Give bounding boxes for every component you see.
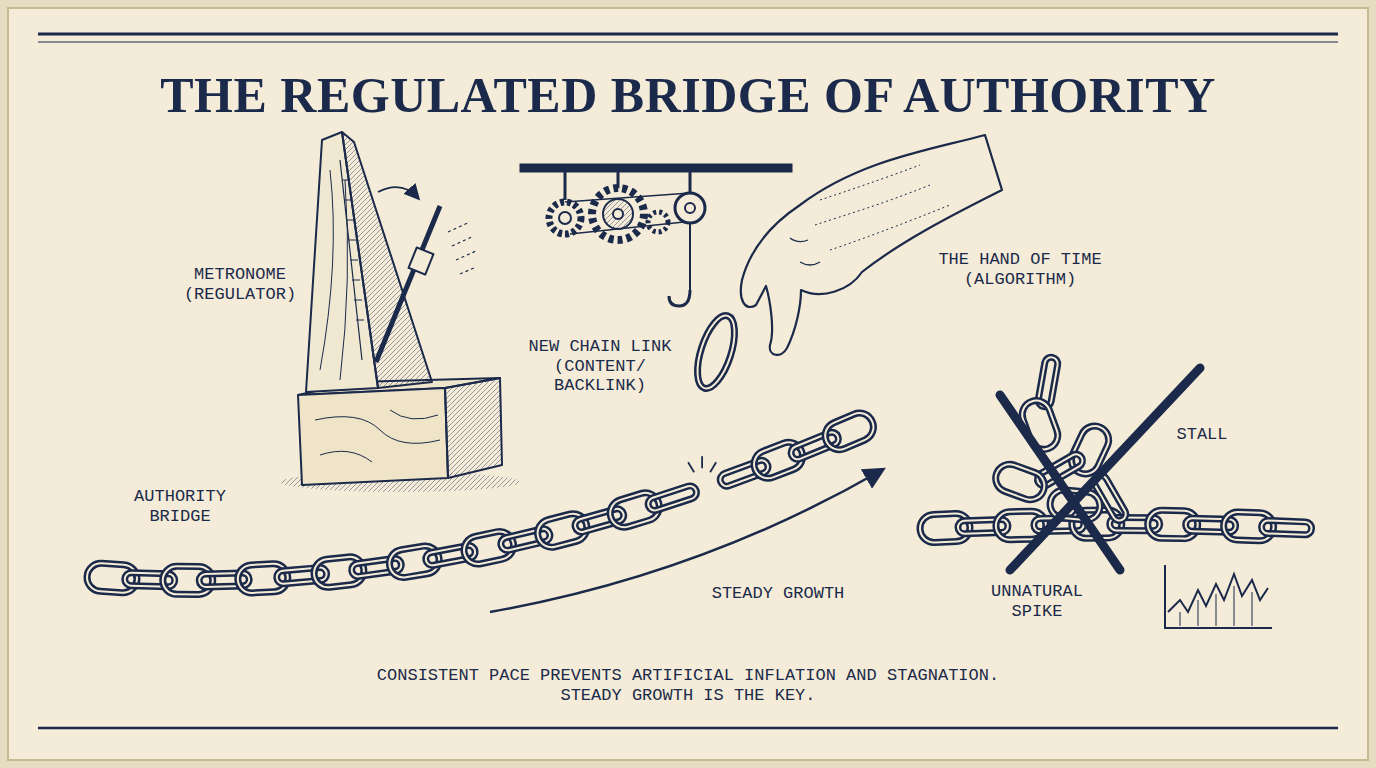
caption: CONSISTENT PACE PREVENTS ARTIFICIAL INFL… bbox=[348, 666, 1028, 705]
hand-part bbox=[741, 135, 1002, 355]
gear-train-part bbox=[603, 199, 633, 229]
illustration-label: NEW CHAIN LINK (CONTENT/ BACKLINK) bbox=[525, 337, 675, 396]
growth-arrow-part bbox=[490, 470, 882, 612]
illustration-label: AUTHORITY BRIDGE bbox=[125, 487, 235, 526]
gear-train-part bbox=[559, 212, 571, 224]
hand-part bbox=[690, 311, 742, 393]
spike-chart-part bbox=[1180, 586, 1252, 626]
gear-train-part bbox=[669, 290, 690, 306]
gear-train-part bbox=[564, 172, 567, 200]
chain-link-part bbox=[574, 507, 626, 533]
metronome-part bbox=[378, 187, 418, 198]
gear-train-part bbox=[613, 209, 623, 219]
cross-mark-part bbox=[1000, 395, 1120, 570]
paper-card bbox=[8, 8, 1368, 760]
break-spark-part bbox=[688, 462, 694, 472]
cross-mark bbox=[1000, 368, 1200, 570]
chain-link-part bbox=[992, 460, 1049, 503]
chain-link-part bbox=[1261, 520, 1311, 535]
gear-train-part bbox=[592, 188, 644, 240]
chain-link bbox=[647, 484, 699, 512]
authority-bridge-chain bbox=[86, 409, 878, 595]
chain-link bbox=[1261, 520, 1311, 535]
metronome bbox=[280, 132, 520, 492]
metronome-part bbox=[409, 247, 434, 274]
chain-link-part bbox=[821, 409, 878, 454]
illustration-label: METRONOME (REGULATOR) bbox=[180, 265, 300, 304]
hand-part bbox=[790, 238, 820, 265]
growth-arrow bbox=[490, 470, 882, 612]
metronome-part bbox=[445, 378, 502, 478]
spike-chart bbox=[1165, 565, 1272, 628]
gear-train-part bbox=[520, 164, 792, 172]
metronome-part bbox=[315, 410, 440, 462]
metronome-part bbox=[342, 180, 364, 320]
spike-chart-part bbox=[1168, 574, 1268, 612]
illustration-label: UNNATURAL SPIKE bbox=[982, 582, 1092, 621]
gear-train-part bbox=[675, 193, 705, 223]
chain-link-part bbox=[574, 507, 626, 533]
illustration-label: THE HAND OF TIME (ALGORITHM) bbox=[933, 250, 1108, 289]
hand-part bbox=[815, 165, 950, 250]
gear-train-part bbox=[565, 193, 690, 234]
illustration-label: STEADY GROWTH bbox=[712, 584, 845, 604]
break-spark bbox=[688, 456, 716, 472]
chain-link bbox=[821, 409, 878, 454]
paper-card-part bbox=[8, 8, 1368, 760]
spike-chart-part bbox=[1165, 565, 1272, 628]
gear-train-part bbox=[648, 212, 668, 232]
paper-card-part bbox=[38, 41, 1338, 42]
gear-train-part bbox=[549, 202, 581, 234]
chain-link bbox=[992, 460, 1049, 503]
chain-link-part bbox=[1261, 520, 1311, 535]
stalled-chain bbox=[920, 356, 1312, 543]
break-spark-part bbox=[710, 462, 716, 472]
metronome-part bbox=[320, 170, 348, 380]
gear-train-part bbox=[689, 223, 691, 290]
chain-link-part bbox=[821, 409, 878, 454]
gear-train-part bbox=[685, 203, 695, 213]
illustration-label: STALL bbox=[1176, 425, 1227, 445]
title: THE REGULATED BRIDGE OF AUTHORITY bbox=[160, 68, 1216, 123]
chain-link-part bbox=[647, 484, 699, 512]
paper-card-part bbox=[38, 727, 1338, 730]
metronome-part bbox=[376, 206, 440, 362]
chain-link-part bbox=[647, 484, 699, 512]
hand-part bbox=[690, 311, 742, 393]
paper-card-part bbox=[38, 33, 1338, 36]
chain-link-part bbox=[992, 460, 1049, 503]
chain-link bbox=[574, 507, 626, 533]
metronome-part bbox=[448, 222, 476, 274]
break-spark-part bbox=[701, 456, 703, 468]
metronome-part bbox=[298, 388, 448, 485]
cross-mark-part bbox=[1010, 368, 1200, 570]
